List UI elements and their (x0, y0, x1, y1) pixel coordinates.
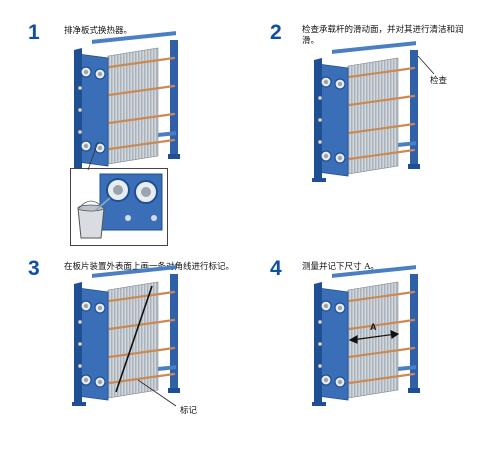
step-4-text: 测量并记下尺寸 A。 (302, 262, 379, 272)
heat-exchanger-step-3 (70, 263, 182, 408)
diagonal-marking-line (115, 285, 153, 393)
step-2-text: 检查承载杆的滑动面，并对其进行清洁和润滑。 (302, 25, 464, 47)
step-3-text: 在板片装置外表面上画一条对角线进行标记。 (64, 262, 235, 272)
inset-leader-line (87, 141, 99, 171)
heat-exchanger-step-2 (310, 39, 435, 184)
step-2-number: 2 (270, 21, 282, 44)
step-4-number: 4 (270, 257, 282, 280)
step-1-text: 排净板式换热器。 (64, 26, 133, 36)
heat-exchanger-step-4 (310, 263, 422, 408)
step-3-number: 3 (28, 257, 40, 280)
callout-inspect: 检查 (430, 76, 448, 86)
drain-detail-inset (70, 168, 168, 246)
step-1-number: 1 (28, 21, 40, 44)
callout-mark: 标记 (180, 406, 198, 416)
dimension-a-label: A (370, 322, 377, 332)
